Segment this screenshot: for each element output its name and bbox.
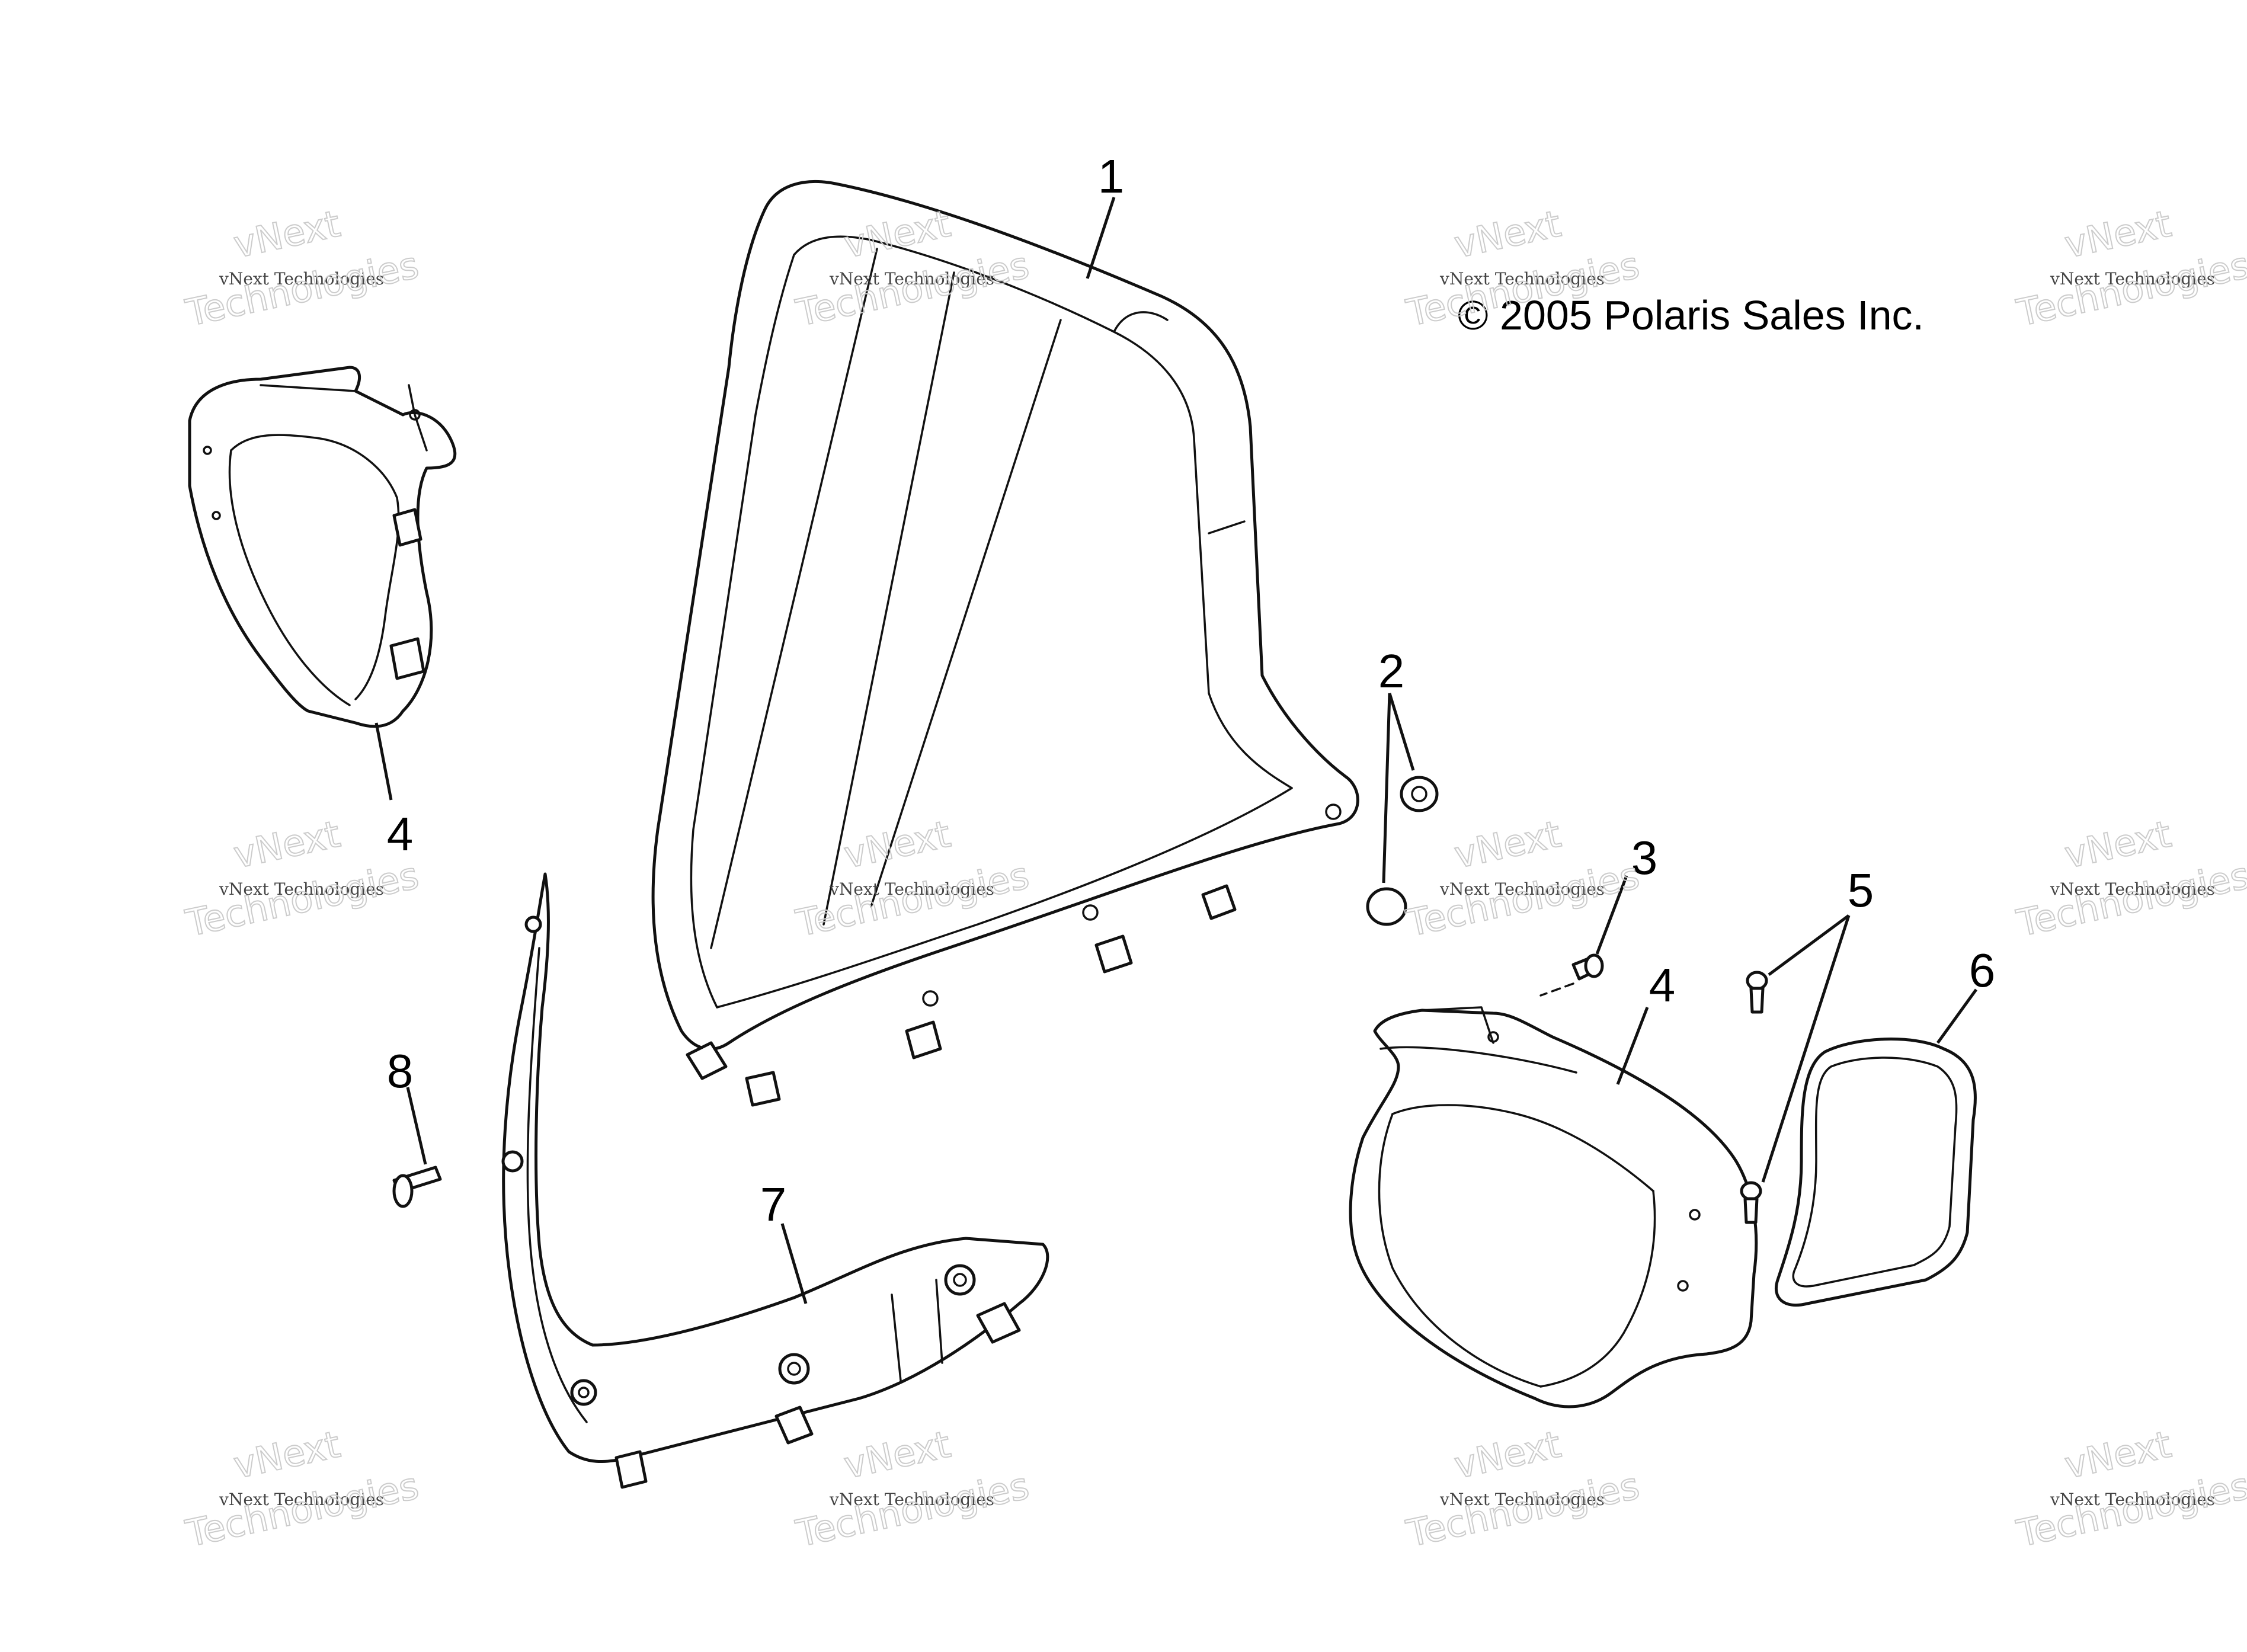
callout-8: 8: [387, 1045, 427, 1165]
watermark-technologies: Technologies: [2013, 243, 2247, 334]
watermark-technologies: Technologies: [182, 243, 422, 334]
watermark-technologies: Technologies: [182, 853, 422, 945]
callout-5-label: 5: [1848, 864, 1874, 917]
watermark-vnext: vNext: [1451, 1423, 1564, 1487]
watermark-vnext-technologies: vNext Technologies: [219, 879, 384, 899]
windshield-trim-part[interactable]: [501, 872, 1049, 1489]
callout-6: 6: [1936, 944, 1996, 1044]
windshield-part[interactable]: [651, 180, 1359, 1107]
screws-5-part[interactable]: [1740, 971, 1768, 1224]
callout-7: 7: [760, 1178, 808, 1304]
callout-3-label: 3: [1631, 831, 1658, 884]
watermark-vnext: vNext: [1451, 812, 1564, 877]
callout-6-label: 6: [1969, 944, 1996, 997]
watermark-vnext-technologies: vNext Technologies: [829, 879, 994, 899]
mirror-housing-right-part[interactable]: [1349, 1006, 1758, 1408]
callout-4-left: 4: [375, 722, 414, 860]
mirror-housing-left-part[interactable]: [188, 366, 457, 728]
watermark-vnext-technologies: vNext Technologies: [1439, 269, 1605, 289]
watermark-vnext-technologies: vNext Technologies: [1439, 879, 1605, 899]
watermark-technologies: Technologies: [2013, 1464, 2247, 1555]
copyright-notice: © 2005 Polaris Sales Inc.: [1458, 292, 1924, 338]
watermark-vnext: vNext: [2061, 1423, 2175, 1487]
watermark-vnext-technologies: vNext Technologies: [829, 1490, 994, 1509]
callout-1-label: 1: [1098, 150, 1125, 203]
copyright-text: © 2005 Polaris Sales Inc.: [1458, 292, 1924, 338]
watermark-technologies: Technologies: [182, 1464, 422, 1555]
callout-1: 1: [1086, 150, 1125, 279]
watermark-vnext: vNext: [840, 1423, 954, 1487]
mirror-glass-part[interactable]: [1774, 1038, 1977, 1307]
watermark-vnext-technologies: vNext Technologies: [219, 269, 384, 289]
watermark-vnext: vNext: [2061, 202, 2175, 267]
callout-4-right-label: 4: [1649, 959, 1676, 1011]
watermark-vnext: vNext: [2061, 812, 2175, 877]
watermark-vnext-technologies: vNext Technologies: [829, 269, 994, 289]
callout-8-label: 8: [387, 1045, 414, 1097]
callout-5: 5: [1761, 864, 1874, 1183]
watermark-vnext: vNext: [1451, 202, 1564, 267]
screw-3-part[interactable]: [1539, 953, 1604, 997]
watermark-vnext-technologies: vNext Technologies: [219, 1490, 384, 1509]
callout-2-label: 2: [1378, 645, 1405, 697]
watermark-vnext-technologies: vNext Technologies: [2050, 269, 2215, 289]
watermark-technologies: Technologies: [792, 1464, 1033, 1555]
watermark-vnext: vNext: [230, 202, 344, 267]
grommet-part[interactable]: [1366, 776, 1439, 926]
callout-4-left-label: 4: [387, 808, 414, 860]
watermark-vnext-technologies: vNext Technologies: [2050, 879, 2215, 899]
watermark-vnext-technologies: vNext Technologies: [1439, 1490, 1605, 1509]
screw-8-part[interactable]: [392, 1166, 442, 1208]
callout-2: 2: [1378, 645, 1415, 883]
watermark-vnext: vNext: [230, 1423, 344, 1487]
watermark-technologies: Technologies: [1403, 1464, 1643, 1555]
callout-4-right: 4: [1616, 959, 1676, 1085]
callout-7-label: 7: [760, 1178, 787, 1231]
watermark-vnext: vNext: [230, 812, 344, 877]
watermark-technologies: Technologies: [2013, 853, 2247, 945]
watermark-vnext-technologies: vNext Technologies: [2050, 1490, 2215, 1509]
callout-3: 3: [1595, 831, 1658, 955]
